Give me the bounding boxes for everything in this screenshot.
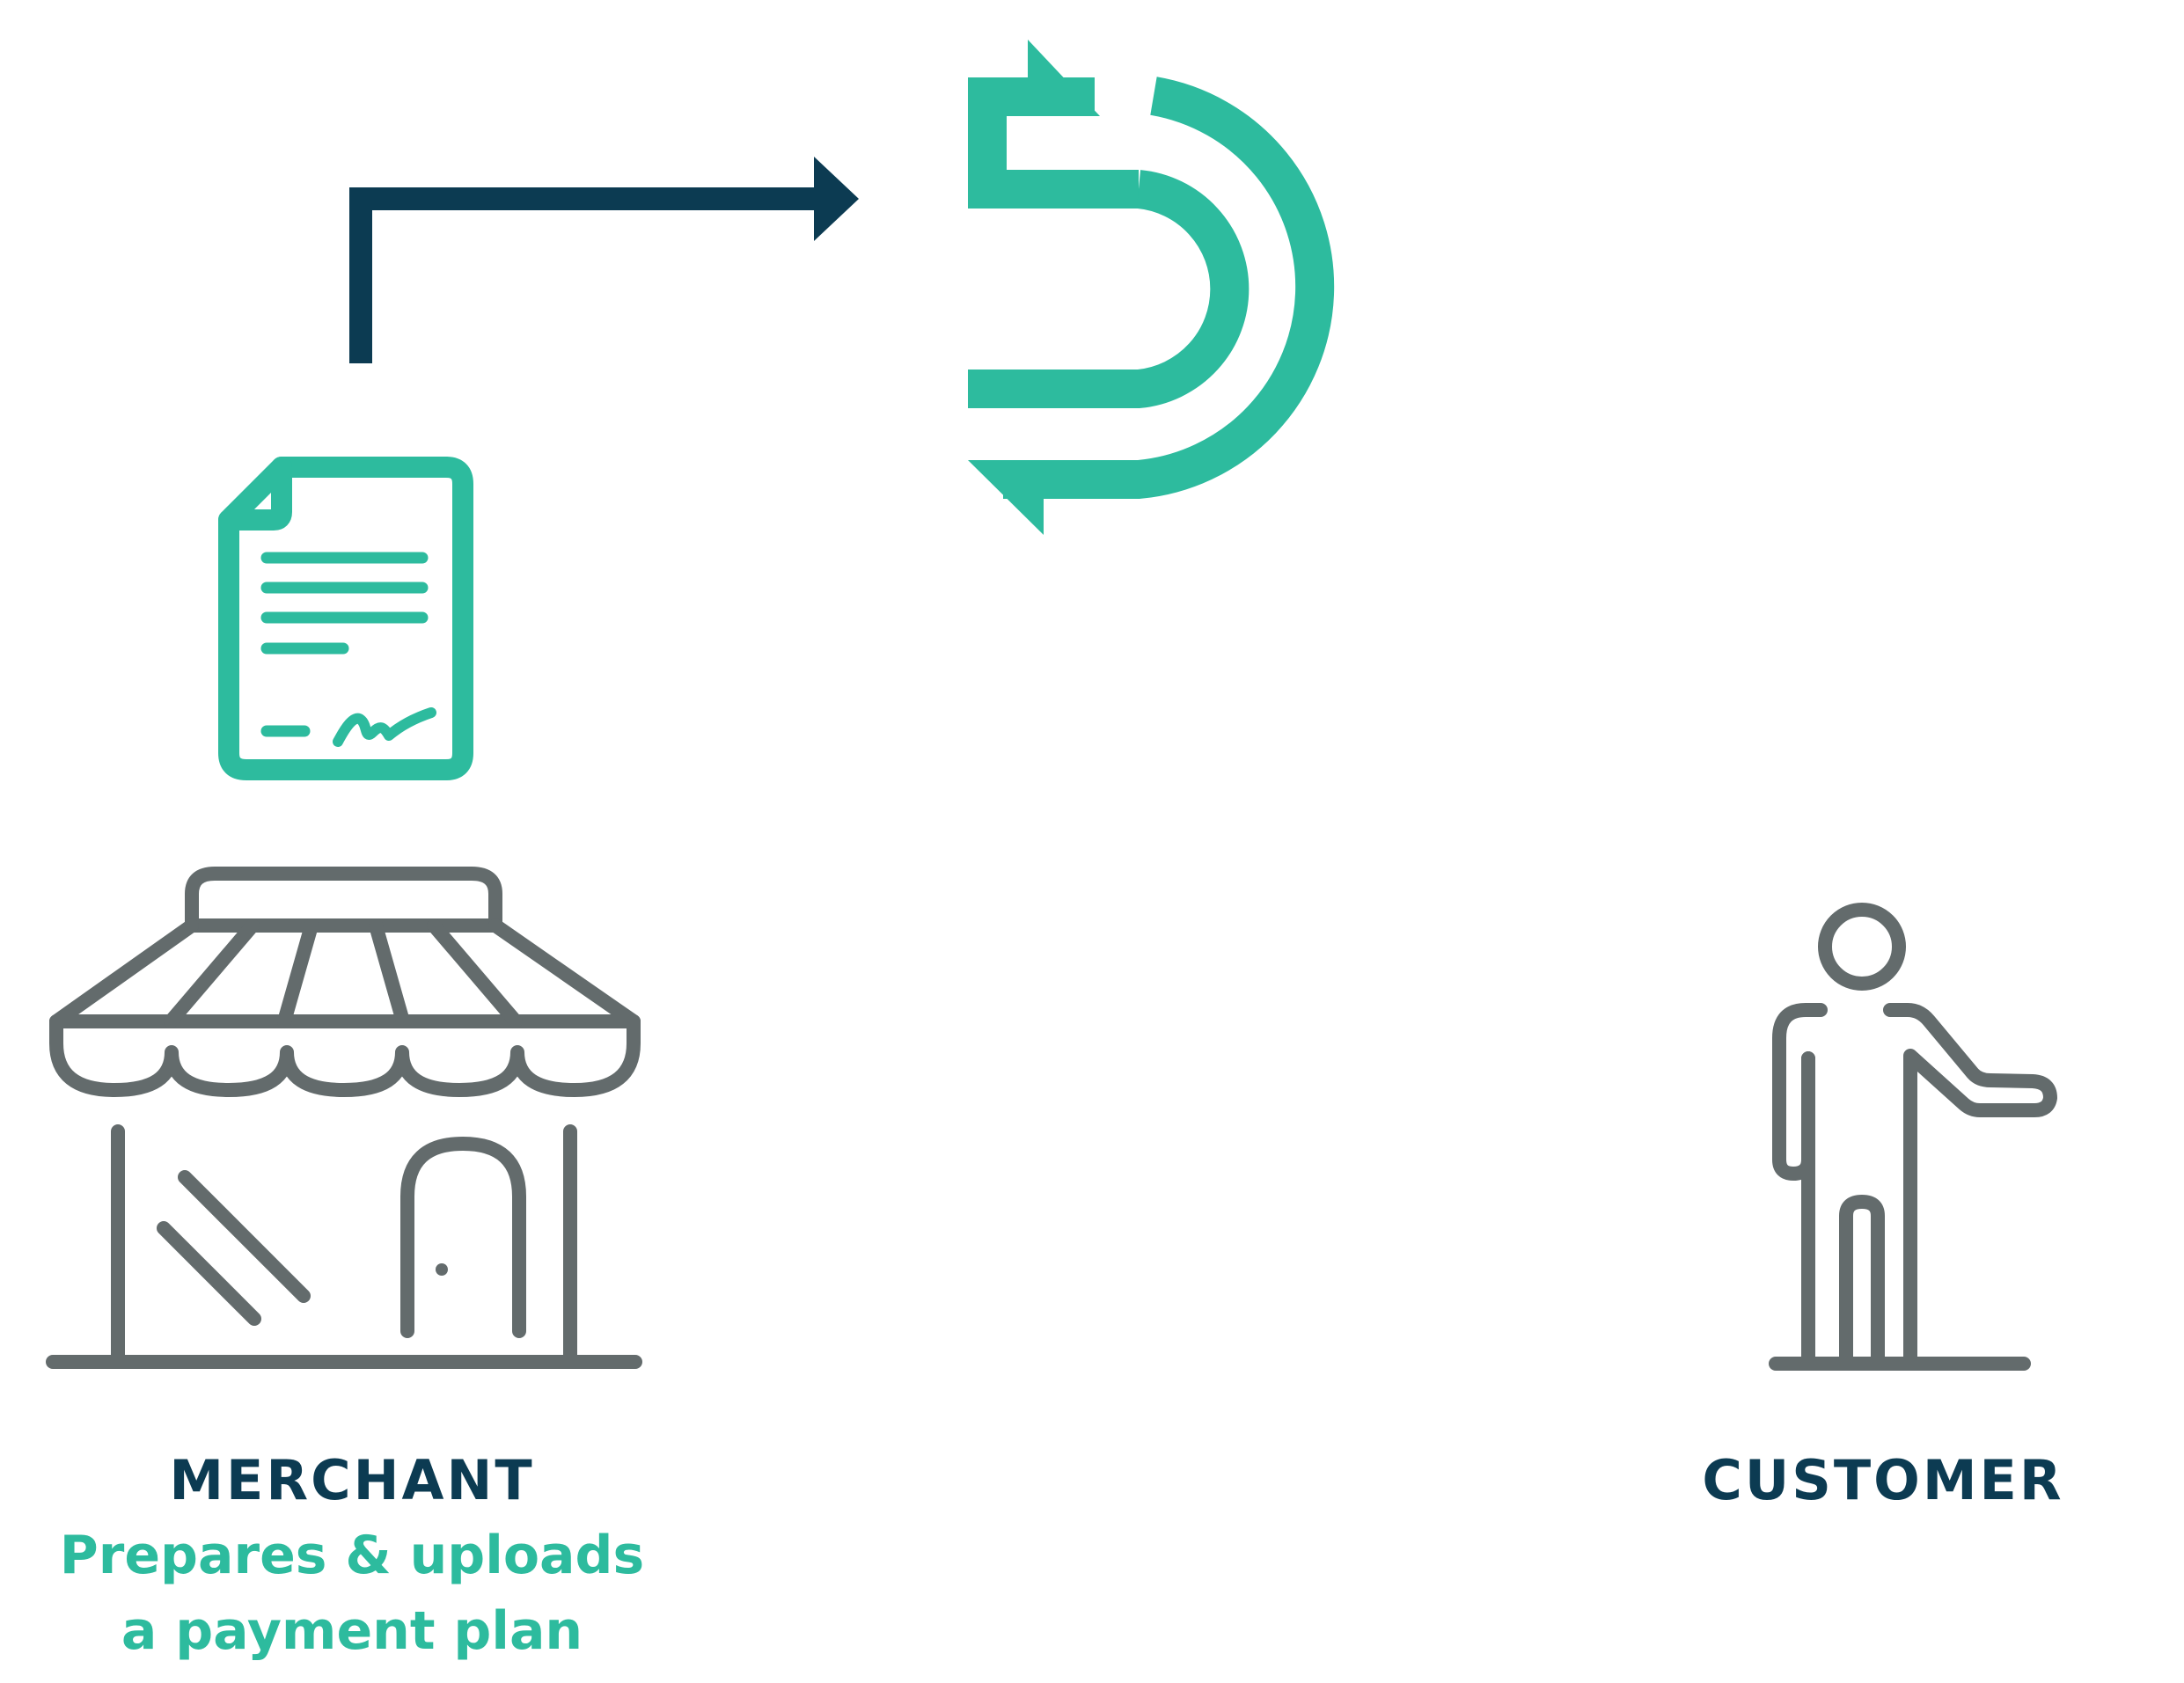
person-pointing-icon [1769,903,2057,1371]
sync-loop-icon [968,40,1335,535]
merchant-description-line-2: a payment plan [121,1600,583,1662]
signed-document-icon [218,457,473,780]
merchant-title: MERCHANT [169,1448,535,1512]
customer-title: CUSTOMER [1702,1448,2064,1512]
merchant-description-line-1: Prepares & uploads [59,1525,645,1586]
elbow-arrow-right-icon [349,157,859,363]
storefront-icon [46,867,642,1369]
